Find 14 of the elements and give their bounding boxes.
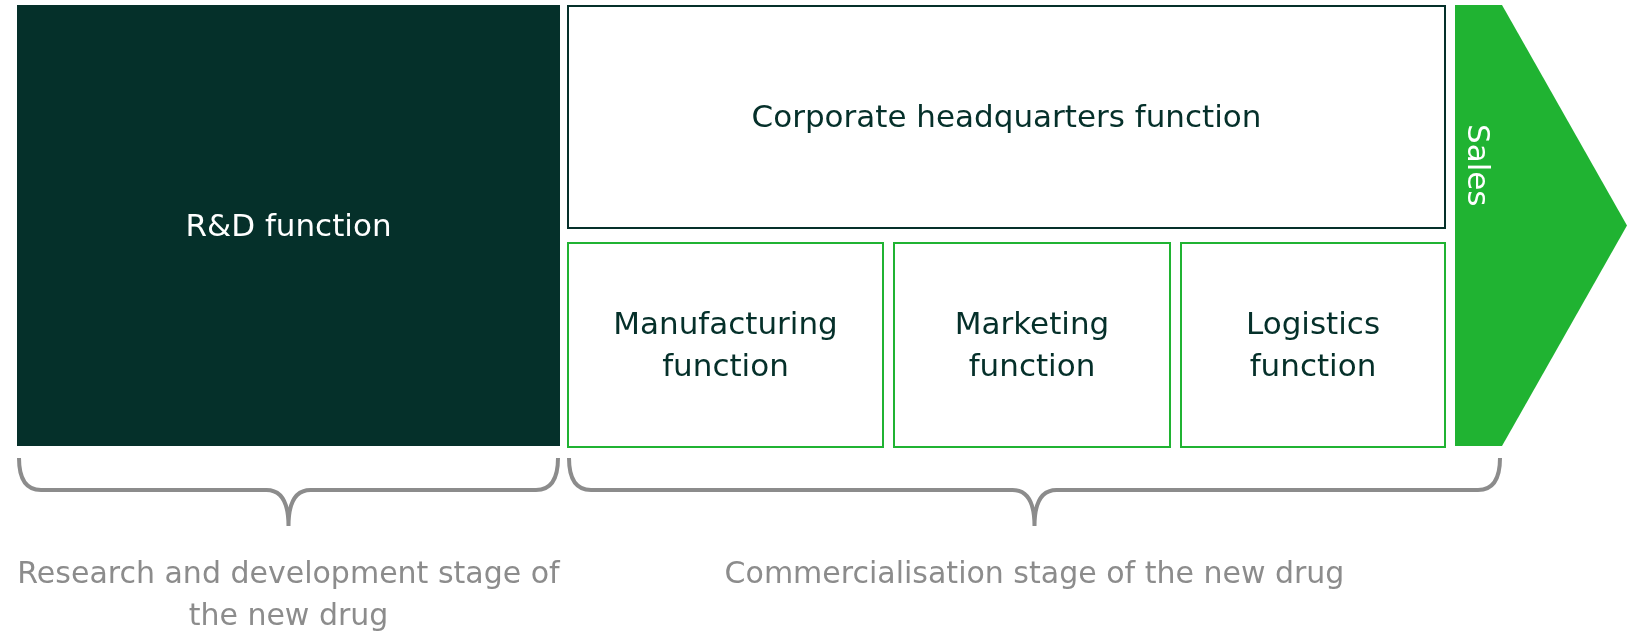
- function-label: Logistics function: [1244, 304, 1382, 385]
- stage-label: Commercialisation stage of the new drug: [723, 554, 1346, 592]
- function-label: R&D function: [185, 205, 392, 245]
- function-label: Marketing function: [953, 304, 1111, 385]
- function-label: Manufacturing function: [612, 304, 839, 385]
- stage-label: Research and development stage of the new drug: [17, 554, 560, 634]
- function-box: [567, 242, 884, 448]
- function-label: Sales: [1459, 124, 1498, 207]
- function-box: [1180, 242, 1446, 448]
- function-box: [893, 242, 1171, 448]
- function-box: [17, 5, 560, 446]
- function-box: [567, 5, 1446, 229]
- sales-arrow: [1455, 5, 1627, 446]
- function-label: Corporate headquarters function: [751, 97, 1262, 137]
